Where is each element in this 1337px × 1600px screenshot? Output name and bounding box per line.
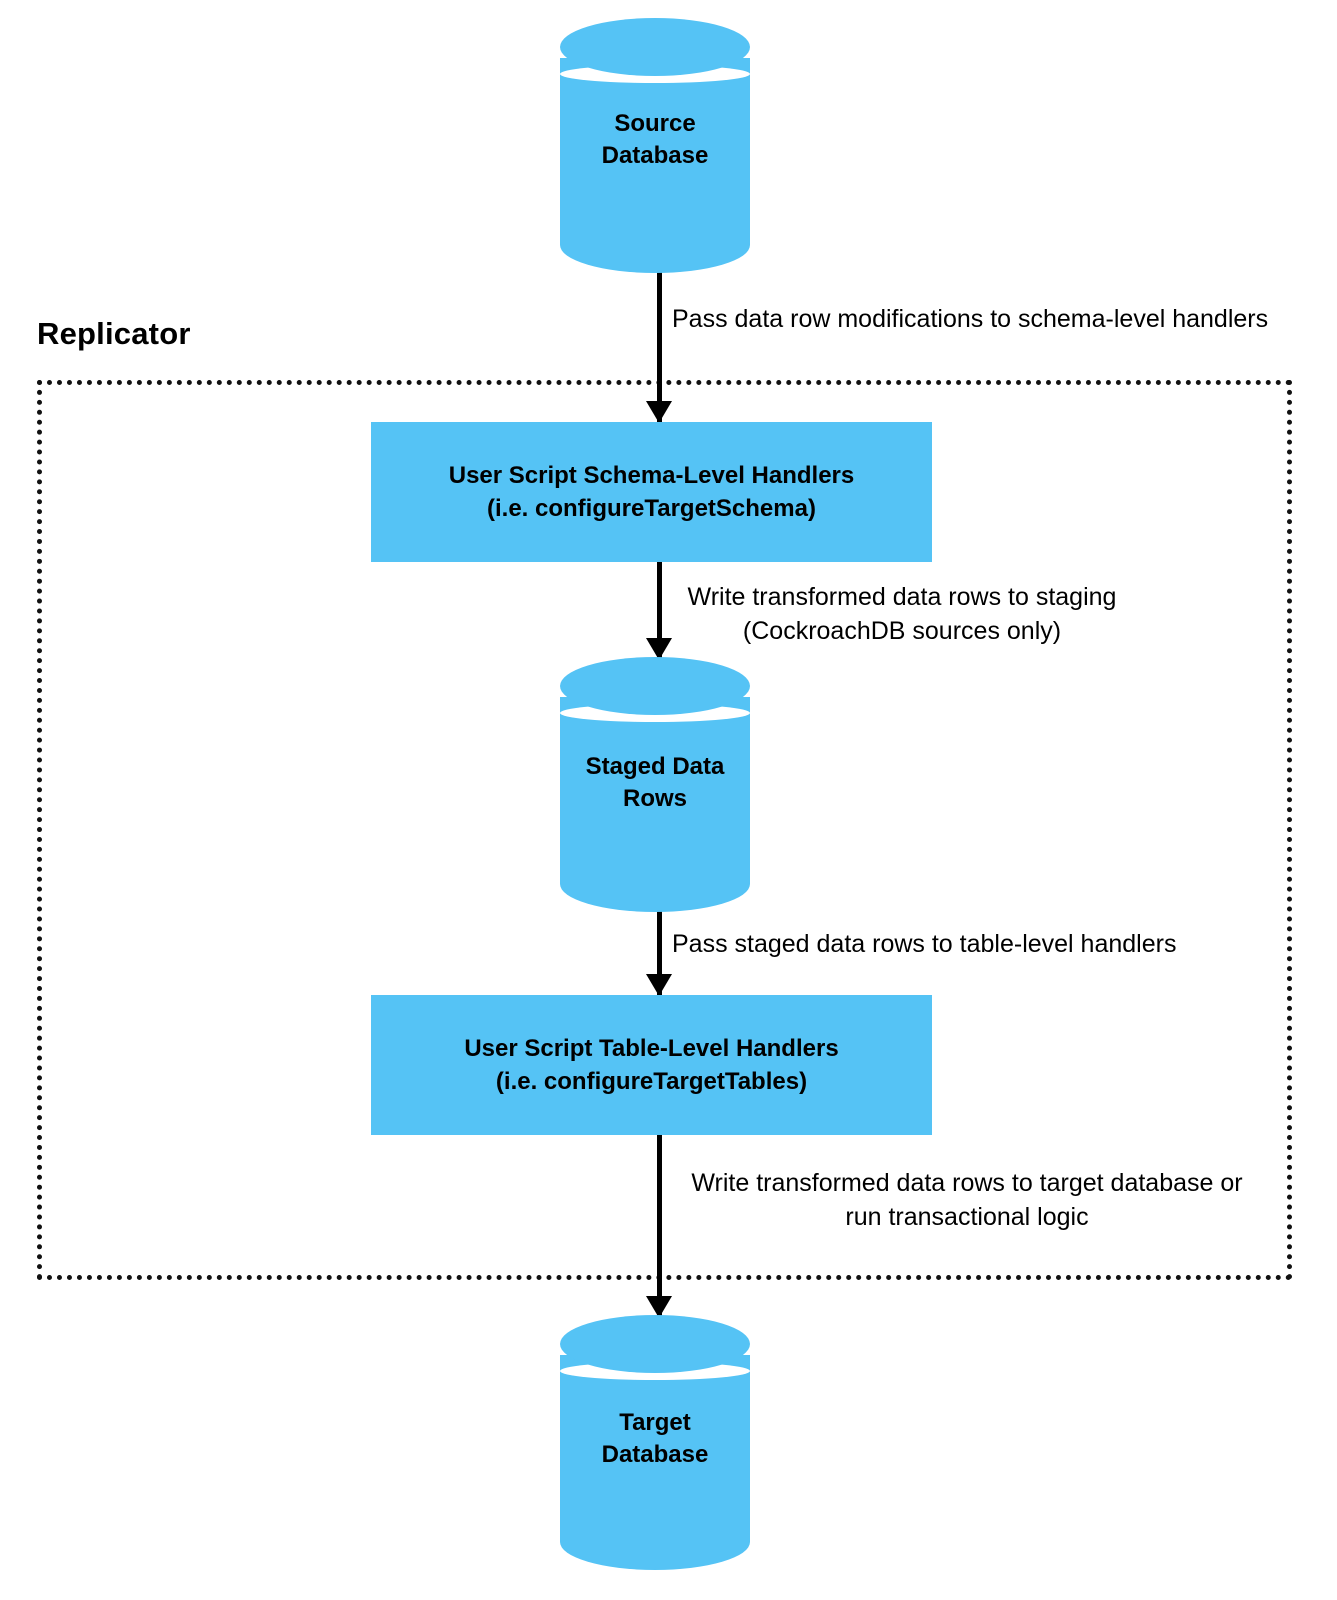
cylinder-top-ellipse: [560, 1315, 750, 1373]
arrow-head-icon: [646, 974, 672, 996]
node-schema-level-handlers: User Script Schema-Level Handlers (i.e. …: [371, 422, 932, 562]
node-schema-level-handlers-label: User Script Schema-Level Handlers (i.e. …: [448, 461, 855, 522]
node-table-level-handlers-label: User Script Table-Level Handlers (i.e. c…: [464, 1034, 839, 1095]
cylinder-top-ellipse: [560, 657, 750, 715]
arrow-head-icon: [646, 638, 672, 660]
cylinder-top-ellipse: [560, 18, 750, 76]
arrow-label-table-handlers-to-target-database: Write transformed data rows to target da…: [691, 1169, 1243, 1231]
node-target-database-label: Target Database: [601, 1409, 709, 1469]
cylinder-body: [560, 697, 750, 912]
replicator-boundary-label: Replicator: [37, 316, 191, 351]
cylinder-body: [560, 1355, 750, 1570]
node-source-database-label: Source Database: [601, 110, 709, 170]
arrow-label-staged-rows-to-table-handlers: Pass staged data rows to table-level han…: [672, 930, 1177, 958]
arrow-label-source-to-schema-handlers: Pass data row modifications to schema-le…: [672, 305, 1269, 333]
node-table-level-handlers: User Script Table-Level Handlers (i.e. c…: [371, 995, 932, 1135]
arrow-staged-rows-to-table-handlers: [646, 893, 672, 996]
arrow-schema-handlers-to-staged-rows: [646, 562, 672, 660]
arrow-source-to-schema-handlers: [646, 256, 672, 423]
arrow-head-icon: [646, 1296, 672, 1318]
arrow-head-icon: [646, 401, 672, 423]
arrow-table-handlers-to-target-database: [646, 1135, 672, 1318]
replicator-boundary-box: [37, 380, 1292, 1280]
cylinder-body: [560, 58, 750, 273]
arrow-label-schema-handlers-to-staged-rows: Write transformed data rows to staging (…: [687, 583, 1117, 645]
node-staged-data-rows-label: Staged Data Rows: [585, 753, 725, 813]
